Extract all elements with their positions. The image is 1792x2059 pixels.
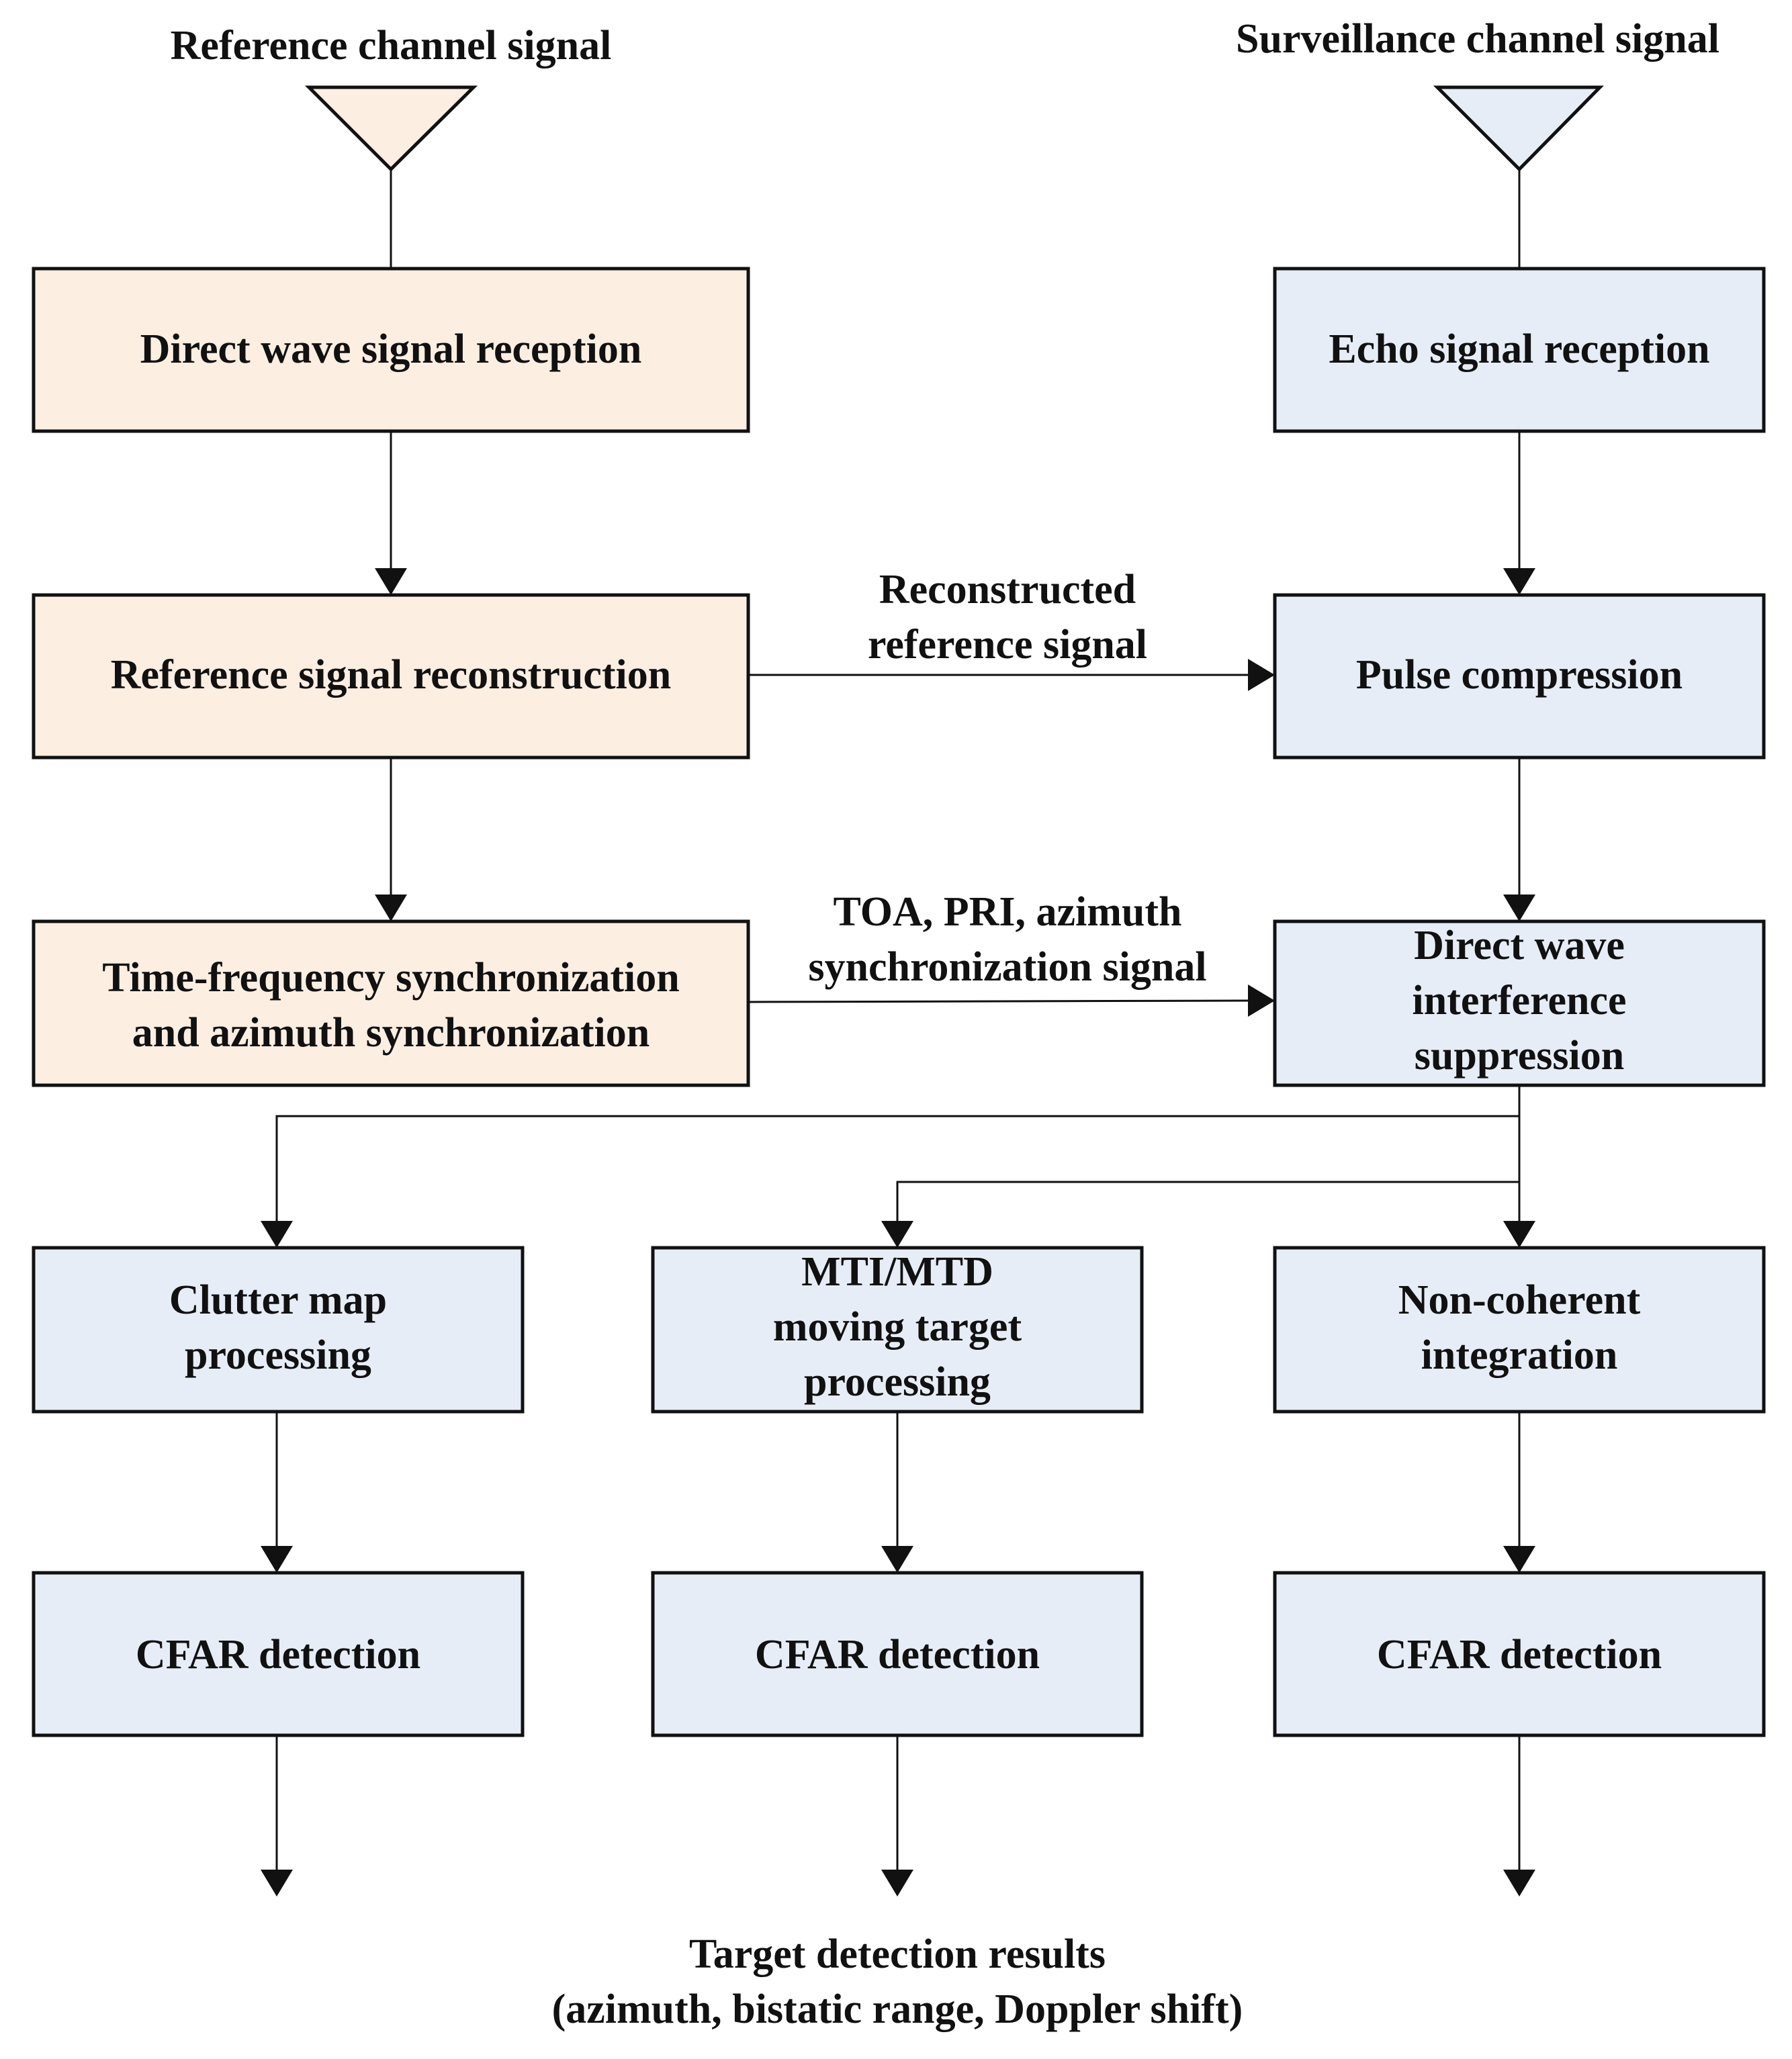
echo-reception-box: [1273, 267, 1766, 433]
direct-wave-reception-label: Direct wave signal reception: [140, 326, 642, 372]
clutter-to-cfar-arrow: [261, 1546, 293, 1573]
pulse-compression-label: Pulse compression: [1356, 652, 1683, 698]
reconstructed-reference-label-2: reference signal: [868, 622, 1147, 668]
output-caption-line-1: Target detection results: [689, 1931, 1106, 1977]
branch-to-mti-arrow: [881, 1221, 913, 1248]
pulse-to-suppression-arrow: [1503, 895, 1535, 921]
sync-signal-label-2: synchronization signal: [808, 944, 1206, 990]
clutter-map-box: [32, 1246, 525, 1414]
time-frequency-sync-box: [32, 919, 750, 1087]
direct-wave-suppression-label-3: suppression: [1415, 1033, 1624, 1079]
branch-to-mti-line: [896, 1181, 1519, 1221]
mti-mtd-label-1: MTI/MTD: [801, 1249, 993, 1295]
branch-to-clutter-arrow: [261, 1221, 293, 1248]
echo-to-pulse-arrow: [1503, 568, 1535, 595]
noncoherent-integration-label-1: Non-coherent: [1398, 1277, 1641, 1323]
noncoherent-to-cfar-arrow: [1503, 1546, 1535, 1573]
cfar-detection-box-middle: [651, 1571, 1144, 1737]
sync-signal-line: [748, 999, 1249, 1003]
reconstructed-reference-arrow: [1248, 659, 1275, 691]
noncoherent-integration-label-2: integration: [1421, 1332, 1618, 1378]
pulse-compression-box: [1273, 593, 1766, 760]
direct-to-reconstruction-arrow: [375, 568, 407, 595]
cfar-middle-output-arrow: [881, 1870, 913, 1896]
direct-wave-suppression-label-1: Direct wave: [1414, 923, 1625, 968]
time-frequency-sync-label-1: Time-frequency synchronization: [102, 955, 679, 1001]
surveillance-antenna-icon: [1433, 85, 1604, 172]
sync-signal-label-1: TOA, PRI, azimuth: [833, 889, 1181, 935]
cfar-detection-box-left: [32, 1571, 525, 1737]
cfar-detection-box-right: [1273, 1571, 1766, 1737]
cfar-detection-label-right: CFAR detection: [1377, 1632, 1662, 1678]
echo-reception-label: Echo signal reception: [1329, 326, 1709, 372]
reference-channel-label: Reference channel signal: [171, 23, 612, 68]
mti-mtd-label-3: processing: [804, 1359, 991, 1405]
direct-wave-suppression-box: [1273, 919, 1766, 1087]
clutter-map-label-2: processing: [185, 1332, 371, 1378]
cfar-left-output-arrow: [261, 1870, 293, 1896]
mti-mtd-box: [651, 1246, 1144, 1414]
reference-reconstruction-label: Reference signal reconstruction: [111, 652, 672, 698]
surveillance-channel-label: Surveillance channel signal: [1236, 16, 1719, 62]
reconstructed-reference-label-1: Reconstructed: [879, 567, 1136, 612]
reference-reconstruction-box: [32, 593, 750, 760]
trunk-to-noncoherent-arrow: [1503, 1221, 1535, 1248]
mti-to-cfar-arrow: [881, 1546, 913, 1573]
branch-to-clutter-line: [275, 1115, 1519, 1221]
time-frequency-sync-label-2: and azimuth synchronization: [132, 1010, 650, 1056]
cfar-detection-label-middle: CFAR detection: [755, 1632, 1040, 1678]
cfar-right-output-arrow: [1503, 1870, 1535, 1896]
reference-antenna-icon: [304, 85, 478, 172]
direct-wave-suppression-label-2: interference: [1413, 978, 1627, 1023]
cfar-detection-label-left: CFAR detection: [136, 1632, 420, 1678]
sync-signal-arrow: [1248, 985, 1275, 1017]
clutter-map-label-1: Clutter map: [169, 1277, 387, 1323]
output-caption-line-2: (azimuth, bistatic range, Doppler shift): [552, 1986, 1243, 2032]
mti-mtd-label-2: moving target: [773, 1304, 1022, 1350]
noncoherent-integration-box: [1273, 1246, 1766, 1414]
reconstruction-to-sync-arrow: [375, 895, 407, 921]
